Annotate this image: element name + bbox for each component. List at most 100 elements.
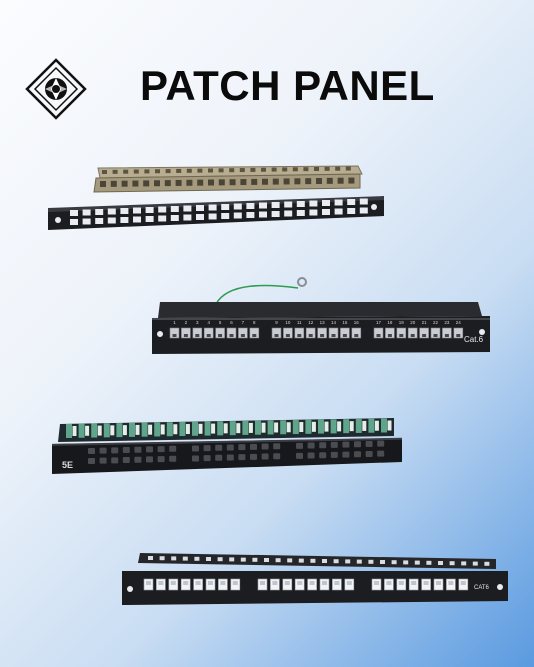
idc-block bbox=[368, 418, 375, 433]
idc-block bbox=[217, 421, 224, 436]
rj45-port bbox=[351, 327, 362, 339]
keystone-slot bbox=[158, 206, 167, 213]
rj45-port bbox=[271, 327, 282, 339]
port-number: 5 bbox=[219, 320, 222, 325]
keystone-slot bbox=[133, 207, 141, 214]
rail-hole bbox=[240, 557, 246, 562]
keystone-slot bbox=[309, 209, 318, 216]
keystone-slot bbox=[347, 199, 356, 205]
keystone-slot bbox=[221, 204, 230, 210]
keystone-slot bbox=[70, 210, 78, 216]
keystone-slot bbox=[221, 213, 230, 219]
port-number: 2 bbox=[185, 320, 188, 325]
rj45-port bbox=[238, 327, 248, 339]
idc-block bbox=[66, 424, 72, 438]
tray-hole bbox=[240, 179, 247, 186]
rj45-port bbox=[396, 327, 407, 339]
keystone-slot bbox=[296, 210, 305, 216]
tray-hole bbox=[337, 177, 344, 184]
keystone-slot bbox=[170, 206, 179, 212]
jack-contacts bbox=[297, 581, 303, 585]
tray-hole bbox=[262, 178, 268, 185]
idc-block bbox=[72, 426, 77, 436]
tray-hole bbox=[282, 167, 288, 172]
idc-block bbox=[229, 421, 236, 436]
rj45-port bbox=[319, 442, 327, 449]
idc-block bbox=[381, 418, 387, 433]
rj45-port bbox=[203, 455, 211, 462]
port-latch bbox=[342, 334, 347, 337]
idc-block bbox=[242, 420, 249, 435]
tray-hole bbox=[239, 168, 245, 173]
jack-contacts bbox=[398, 581, 404, 585]
idc-block bbox=[141, 422, 148, 437]
keystone-slot bbox=[233, 203, 242, 210]
jack-contacts bbox=[195, 581, 201, 585]
idc-block bbox=[248, 422, 253, 433]
idc-block bbox=[349, 421, 354, 432]
rj45-port bbox=[88, 448, 95, 454]
tray-hole bbox=[251, 178, 258, 185]
rj45-port bbox=[181, 327, 191, 339]
rail-hole bbox=[484, 561, 490, 566]
rj45-port bbox=[342, 441, 350, 448]
rj45-port bbox=[203, 327, 214, 339]
port-number: 6 bbox=[230, 320, 233, 325]
jack-contacts bbox=[158, 581, 164, 585]
rj45-port bbox=[146, 456, 153, 463]
idc-block bbox=[160, 424, 165, 435]
rail-hole bbox=[206, 557, 211, 561]
keystone-slot bbox=[95, 218, 104, 224]
port-latch bbox=[422, 334, 427, 337]
tray-hole bbox=[143, 180, 150, 187]
rail-hole bbox=[403, 560, 409, 565]
rj45-port bbox=[305, 327, 316, 339]
port-number: 16 bbox=[354, 320, 360, 325]
jack-contacts bbox=[386, 581, 392, 585]
idc-block bbox=[154, 422, 161, 437]
rj45-port bbox=[203, 445, 211, 452]
tray-hole bbox=[197, 168, 203, 173]
rj45-port bbox=[407, 327, 418, 339]
keystone-slot bbox=[196, 214, 204, 220]
idc-block bbox=[103, 423, 110, 438]
keystone-slot bbox=[158, 215, 167, 222]
port-latch bbox=[444, 334, 449, 337]
tray-hole bbox=[326, 177, 333, 184]
port-number: 9 bbox=[275, 320, 278, 325]
keystone-slot bbox=[359, 207, 368, 214]
rj45-port bbox=[453, 327, 464, 339]
rj45-port bbox=[192, 455, 199, 462]
rail-hole bbox=[159, 556, 165, 561]
rj45-port bbox=[250, 453, 257, 460]
idc-block bbox=[318, 419, 324, 434]
keystone-slot bbox=[259, 211, 267, 218]
rail-hole bbox=[182, 556, 188, 561]
rj45-port bbox=[238, 444, 246, 451]
jack-contacts bbox=[260, 581, 265, 585]
port-latch bbox=[274, 334, 279, 337]
aperture-logo-icon bbox=[25, 58, 87, 120]
tray-hole bbox=[294, 178, 301, 185]
port-number: 1 bbox=[173, 320, 176, 325]
rj45-port bbox=[215, 444, 223, 451]
rj45-port bbox=[134, 446, 142, 453]
rj45-port bbox=[307, 452, 315, 459]
idc-block bbox=[192, 421, 198, 436]
rj45-port bbox=[111, 457, 119, 464]
tray-hole bbox=[164, 180, 171, 187]
port-latch bbox=[331, 334, 336, 337]
idc-block bbox=[374, 420, 379, 431]
idc-block bbox=[236, 423, 241, 434]
rj45-port bbox=[430, 327, 441, 339]
keystone-slot bbox=[271, 211, 280, 217]
port-number: 12 bbox=[308, 320, 314, 325]
panel-badge: CAT6 bbox=[474, 585, 490, 591]
rail-hole bbox=[322, 559, 327, 563]
keystone-slot bbox=[120, 208, 129, 214]
rail-hole bbox=[264, 558, 269, 562]
port-latch bbox=[183, 334, 188, 337]
idc-block bbox=[204, 421, 211, 436]
tray-hole bbox=[316, 178, 322, 184]
